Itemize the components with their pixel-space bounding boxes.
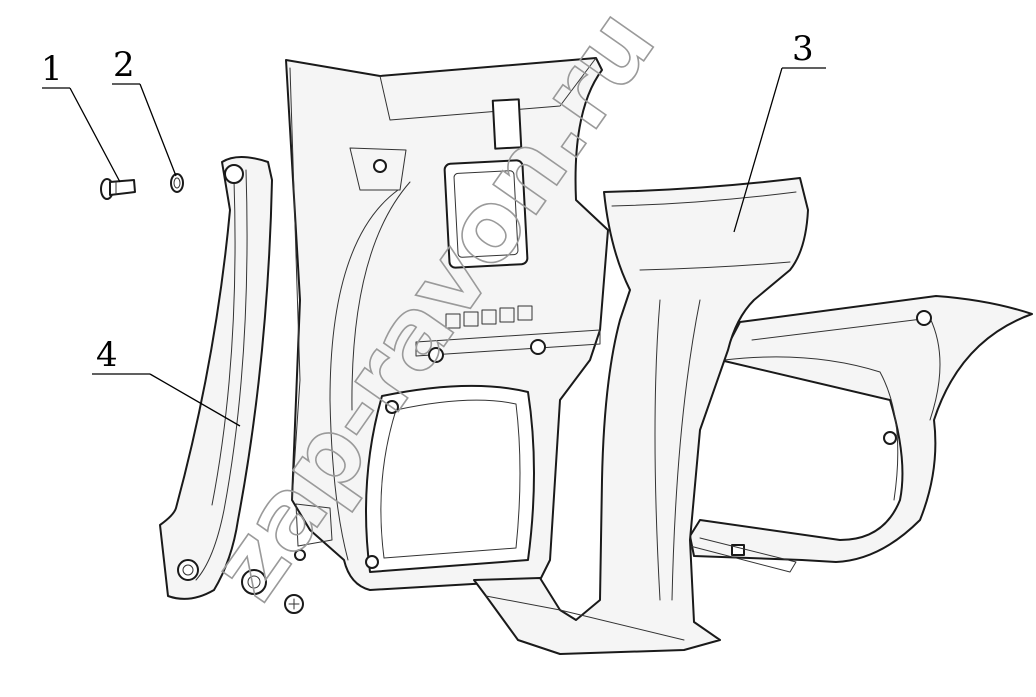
callout-4: 4 bbox=[96, 335, 118, 375]
trim-strip-part bbox=[159, 156, 273, 600]
right-frame-part bbox=[689, 295, 1033, 573]
callout-3: 3 bbox=[792, 29, 814, 69]
switch-row bbox=[445, 305, 533, 329]
callout-labels: 1 2 3 4 bbox=[41, 29, 814, 375]
side-panel-part bbox=[285, 57, 609, 591]
leader-lines bbox=[42, 67, 826, 427]
callout-1: 1 bbox=[41, 49, 63, 89]
center-column-part bbox=[473, 177, 809, 655]
screw-part bbox=[100, 178, 136, 200]
loose-fasteners bbox=[241, 569, 304, 614]
callout-2: 2 bbox=[113, 45, 135, 85]
clip-part bbox=[170, 173, 184, 193]
